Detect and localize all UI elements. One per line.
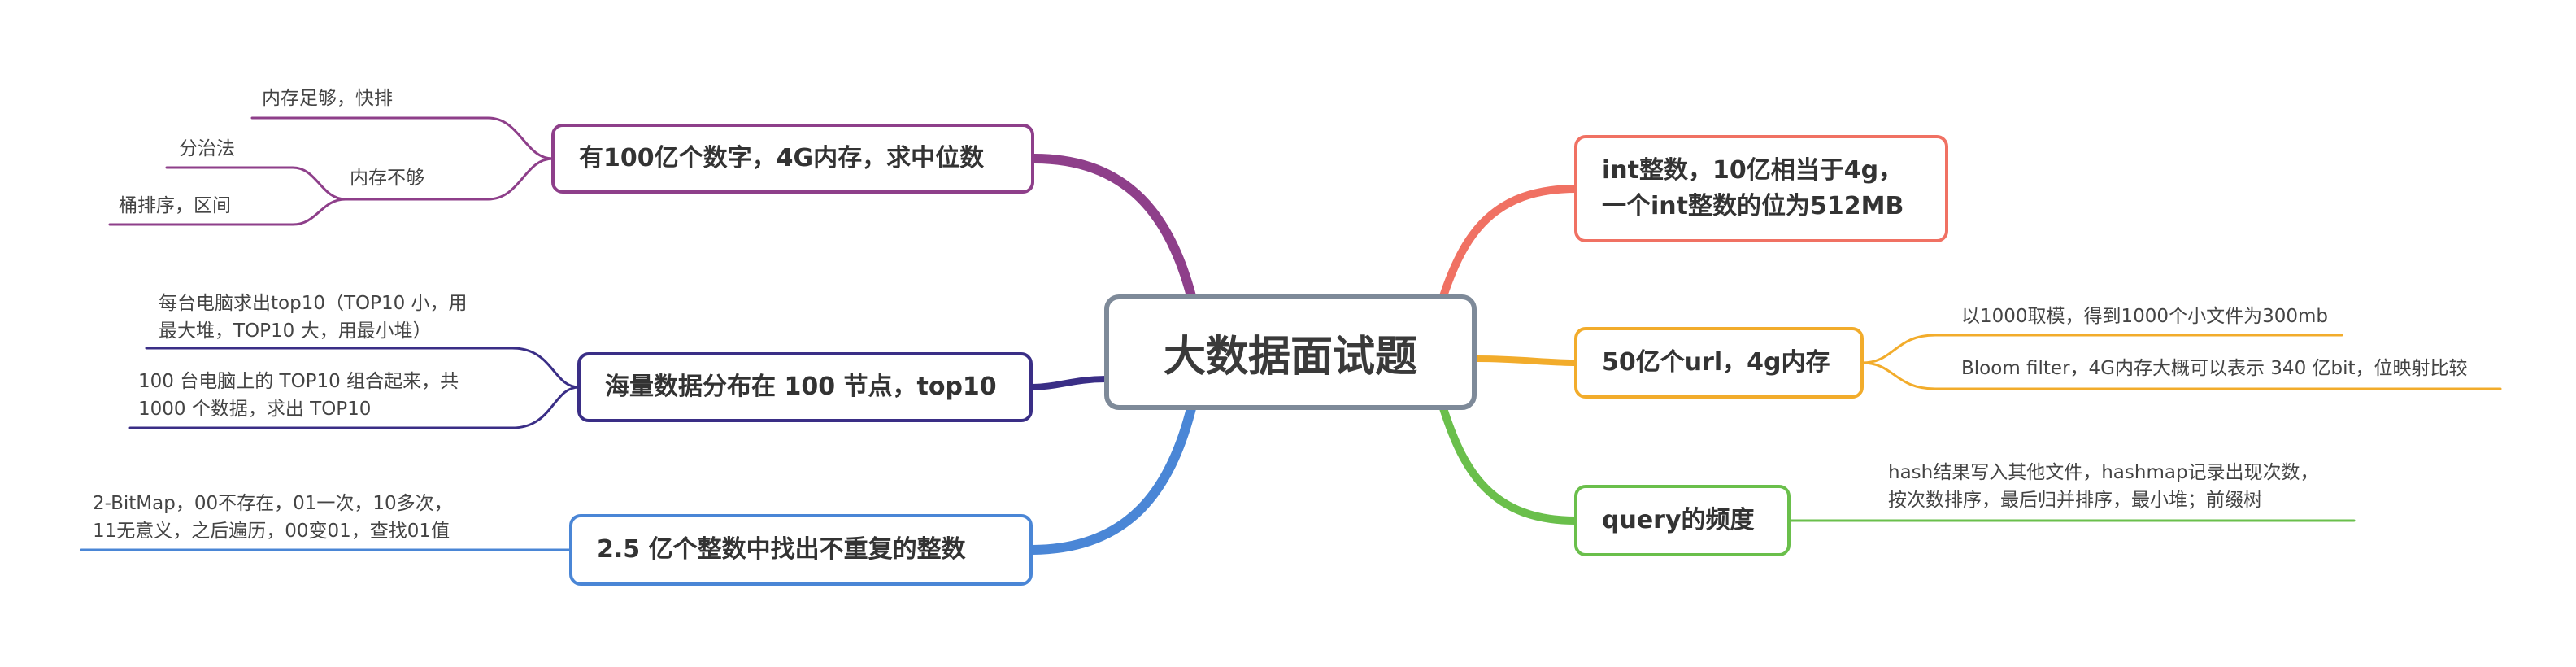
topic-url-title: 50亿个url，4g内存 (1602, 348, 1830, 377)
topic-top10[interactable]: 海量数据分布在 100 节点，top10 (577, 352, 1033, 422)
connector-url (1473, 355, 1579, 366)
leaf-query-hash[interactable]: hash结果写入其他文件，hashmap记录出现次数， 按次数排序，最后归并排序… (1888, 459, 2319, 514)
topic-int[interactable]: int整数，10亿相当于4g， 一个int整数的位为512MB (1574, 135, 1948, 242)
connector-unique (1026, 403, 1196, 555)
connector-bucket (108, 198, 347, 226)
leaf-memory-not-enough[interactable]: 内存不够 (350, 164, 424, 192)
root-title: 大数据面试题 (1163, 332, 1417, 381)
leaf-bitmap-line1: 2-BitMap，00不存在，01一次，10多次， (93, 493, 453, 514)
root-topic[interactable]: 大数据面试题 (1104, 294, 1477, 410)
leaf-top10-combine-line1: 100 台电脑上的 TOP10 组合起来，共 (138, 371, 459, 392)
leaf-memory-enough[interactable]: 内存足够，快排 (262, 85, 393, 112)
topic-query-title: query的频度 (1602, 506, 1755, 534)
connector-median-notenough (344, 157, 555, 201)
leaf-url-modulo-text: 以1000取模，得到1000个小文件为300mb (1961, 306, 2328, 327)
leaf-url-bloom[interactable]: Bloom filter，4G内存大概可以表示 340 亿bit，位映射比较 (1961, 355, 2468, 382)
topic-int-line2: 一个int整数的位为512MB (1602, 192, 1904, 220)
leaf-memory-not-enough-text: 内存不够 (350, 168, 424, 189)
leaf-memory-enough-text: 内存足够，快排 (262, 88, 393, 109)
leaf-top10-combine-line2: 1000 个数据，求出 TOP10 (138, 399, 372, 420)
leaf-url-bloom-text: Bloom filter，4G内存大概可以表示 340 亿bit，位映射比较 (1961, 358, 2468, 379)
topic-unique[interactable]: 2.5 亿个整数中找出不重复的整数 (569, 514, 1033, 586)
topic-int-line1: int整数，10亿相当于4g， (1602, 156, 1904, 185)
topic-url[interactable]: 50亿个url，4g内存 (1574, 327, 1864, 399)
connector-top10-leaf1 (145, 347, 581, 389)
leaf-top10-combine[interactable]: 100 台电脑上的 TOP10 组合起来，共 1000 个数据，求出 TOP10 (138, 368, 459, 423)
leaf-bucket-sort-text: 桶排序，区间 (119, 195, 231, 216)
leaf-query-hash-line1: hash结果写入其他文件，hashmap记录出现次数， (1888, 462, 2319, 483)
topic-median[interactable]: 有100亿个数字，4G内存，求中位数 (551, 124, 1034, 194)
connector-int (1439, 185, 1580, 300)
connector-median (1029, 154, 1196, 301)
topic-query[interactable]: query的频度 (1574, 485, 1791, 556)
leaf-bitmap-line2: 11无意义，之后遍历，00变01，查找01值 (93, 521, 450, 542)
leaf-top10-per-machine-line1: 每台电脑求出top10（TOP10 小，用 (159, 293, 468, 314)
connector-url-leaf2 (1860, 361, 2502, 390)
leaf-top10-per-machine[interactable]: 每台电脑求出top10（TOP10 小，用 最大堆，TOP10 大，用最小堆） (159, 290, 468, 345)
connector-url-leaf1 (1860, 334, 2343, 364)
leaf-url-modulo[interactable]: 以1000取模，得到1000个小文件为300mb (1961, 303, 2328, 330)
leaf-bucket-sort[interactable]: 桶排序，区间 (119, 192, 231, 220)
topic-unique-title: 2.5 亿个整数中找出不重复的整数 (597, 535, 966, 564)
connector-top10-leaf2 (128, 386, 581, 429)
topic-median-title: 有100亿个数字，4G内存，求中位数 (579, 144, 985, 172)
topic-top10-title: 海量数据分布在 100 节点，top10 (605, 373, 997, 401)
leaf-top10-per-machine-line2: 最大堆，TOP10 大，用最小堆） (159, 320, 432, 342)
leaf-divide-conquer[interactable]: 分治法 (179, 135, 235, 163)
connector-divide (165, 166, 347, 201)
leaf-divide-conquer-text: 分治法 (179, 138, 235, 159)
connector-top10 (1028, 376, 1109, 390)
connector-query (1439, 404, 1580, 525)
leaf-query-hash-line2: 按次数排序，最后归并排序，最小堆；前缀树 (1888, 490, 2262, 511)
connector-median-split (250, 116, 555, 160)
leaf-bitmap[interactable]: 2-BitMap，00不存在，01一次，10多次， 11无意义，之后遍历，00变… (93, 490, 453, 545)
